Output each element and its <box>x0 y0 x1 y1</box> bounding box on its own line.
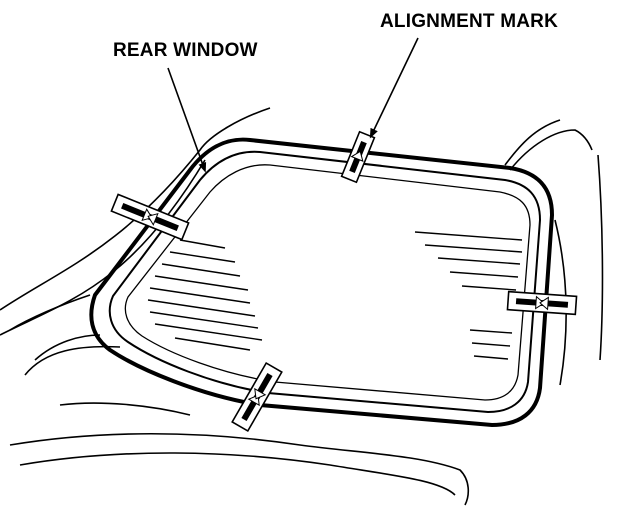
arrow-icon <box>350 150 364 162</box>
alignment-mark-label: ALIGNMENT MARK <box>380 11 559 32</box>
trunk-line <box>19 452 456 496</box>
rear-window-leader-line <box>167 67 207 173</box>
defroster-line <box>449 271 519 278</box>
defroster-line <box>174 337 251 351</box>
defroster-lines-left <box>147 239 263 351</box>
alignment-mark-right <box>506 290 578 316</box>
alignment-mark-leader-line <box>369 37 419 139</box>
defroster-lines-right <box>414 231 523 360</box>
defroster-line <box>169 251 236 263</box>
roof-edge-line <box>0 107 271 311</box>
alignment-mark-bottom <box>231 361 283 433</box>
arrow-icon <box>539 296 549 311</box>
window-dot-band <box>124 164 531 401</box>
defroster-line <box>179 239 226 249</box>
arrow-icon <box>254 387 267 400</box>
body-curve <box>59 402 191 416</box>
pillar-line <box>597 154 604 361</box>
alignment-mark-top <box>340 130 376 184</box>
defroster-line <box>149 311 259 329</box>
roof-edge-line-inner <box>0 159 206 336</box>
defroster-line <box>437 257 521 265</box>
defroster-line <box>154 323 263 341</box>
rear-window-glass <box>89 137 555 428</box>
window-outer-edge <box>89 137 555 428</box>
defroster-line <box>161 263 241 277</box>
body-curve <box>24 345 121 376</box>
defroster-line <box>473 355 509 360</box>
body-curve <box>9 294 91 331</box>
car-body-lines <box>0 107 604 506</box>
defroster-line <box>461 285 517 291</box>
defroster-line <box>147 299 256 317</box>
trunk-line <box>9 432 470 506</box>
defroster-line <box>424 244 523 253</box>
pillar-line <box>509 129 593 171</box>
window-inner-edge <box>108 150 542 414</box>
defroster-line <box>471 342 511 347</box>
defroster-line <box>414 231 523 241</box>
rear-window-label: REAR WINDOW <box>113 40 258 61</box>
arrow-icon <box>147 212 159 226</box>
pillar-line <box>504 119 561 166</box>
alignment-mark-left <box>110 193 190 241</box>
defroster-line <box>154 275 249 291</box>
defroster-line <box>149 287 251 304</box>
defroster-line <box>469 329 513 334</box>
